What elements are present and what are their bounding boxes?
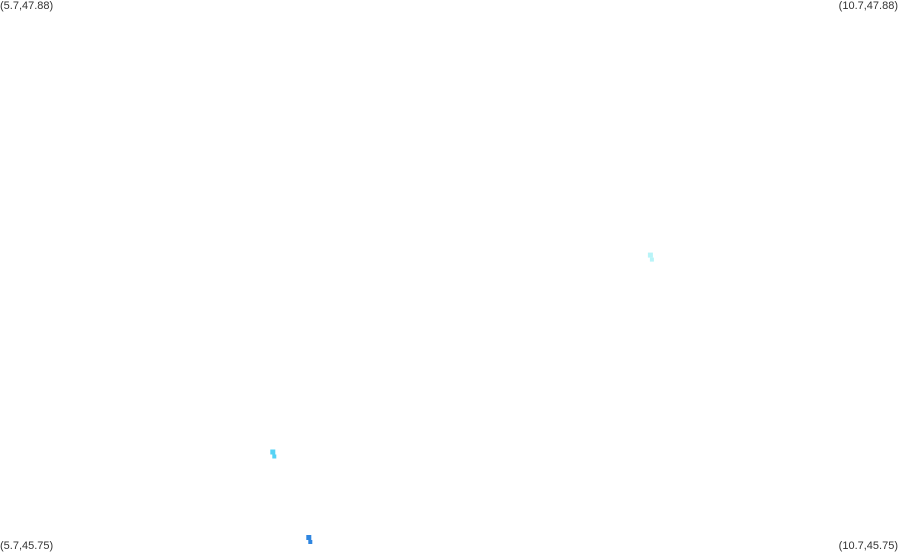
marker-pixel — [649, 257, 654, 262]
corner-label-bottom-left: (5.7,45.75) — [0, 540, 54, 552]
marker-pixel — [306, 535, 312, 540]
corner-label-top-left: (5.7,47.88) — [0, 0, 54, 12]
corner-label-top-right: (10.7,47.88) — [838, 0, 898, 12]
map-marker-cluster-south[interactable] — [306, 535, 313, 544]
marker-pixel — [308, 540, 313, 544]
map-marker-cluster-west[interactable] — [270, 449, 277, 459]
marker-layer — [270, 252, 654, 544]
marker-pixel — [272, 454, 277, 459]
map-marker-cluster-east[interactable] — [647, 252, 654, 262]
marker-pixel — [647, 252, 653, 258]
marker-pixel — [270, 449, 276, 455]
corner-label-bottom-right: (10.7,45.75) — [838, 540, 898, 552]
